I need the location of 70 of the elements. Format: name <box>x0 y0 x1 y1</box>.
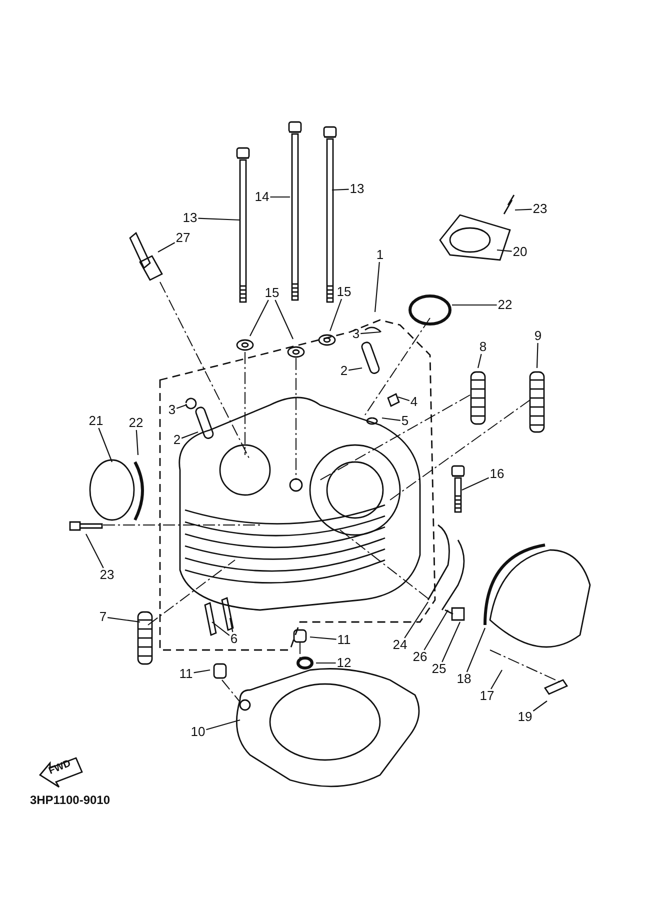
callout-number: 13 <box>348 182 366 196</box>
leader-line <box>108 617 140 623</box>
callout-number: 3 <box>167 403 177 417</box>
leader-line <box>532 700 548 712</box>
callout-number: 25 <box>430 662 448 676</box>
leader-line <box>229 618 234 632</box>
leader-line <box>158 242 176 252</box>
leader-line <box>316 662 336 664</box>
leader-line <box>462 477 490 490</box>
drawing-number: 3HP1100-9010 <box>28 793 112 807</box>
leader-line <box>136 430 139 456</box>
callout-number: 15 <box>336 285 352 299</box>
leader-line <box>496 249 512 252</box>
callout-number: 14 <box>254 190 270 204</box>
callout-number: 1 <box>375 248 385 262</box>
callout-number: 16 <box>488 467 506 481</box>
leader-line <box>329 298 342 332</box>
leader-line <box>398 396 410 402</box>
callout-number: 5 <box>400 414 410 428</box>
callout-number: 12 <box>336 656 352 670</box>
leader-line <box>374 262 380 312</box>
leader-line <box>382 417 400 421</box>
callout-number: 11 <box>178 667 194 681</box>
leader-line <box>98 428 113 462</box>
leader-line <box>86 534 104 568</box>
callout-number: 10 <box>190 725 206 739</box>
leader-line <box>452 304 497 306</box>
leader-line <box>536 342 538 368</box>
callout-number: 9 <box>533 329 543 343</box>
leader-line <box>424 610 448 650</box>
callout-number: 24 <box>392 638 408 652</box>
callout-number: 17 <box>478 689 496 703</box>
callout-number: 22 <box>496 298 514 312</box>
callout-number: 22 <box>128 416 144 430</box>
leader-line <box>274 300 294 340</box>
callout-number: 6 <box>229 632 239 646</box>
callout-number: 2 <box>172 433 182 447</box>
callout-number: 13 <box>182 211 198 225</box>
callout-number: 19 <box>516 710 534 724</box>
callout-number: 15 <box>264 286 280 300</box>
leader-line <box>310 636 336 640</box>
leader-line <box>332 188 349 191</box>
leader-line <box>490 670 502 690</box>
leader-line <box>466 628 486 672</box>
leader-line <box>477 354 482 368</box>
leader-line <box>360 331 380 334</box>
leader-line <box>250 300 269 336</box>
leader-line <box>270 196 290 198</box>
callout-number: 21 <box>88 414 104 428</box>
leader-line <box>348 367 362 371</box>
callout-number: 18 <box>456 672 472 686</box>
callout-number: 20 <box>512 245 528 259</box>
leader-line <box>176 404 186 409</box>
callout-number: 23 <box>532 202 548 216</box>
leader-line <box>212 622 230 636</box>
callout-number: 4 <box>409 395 419 409</box>
leader-line <box>442 622 460 662</box>
callout-number: 8 <box>478 340 488 354</box>
callout-number: 26 <box>412 650 428 664</box>
leader-line <box>514 208 532 211</box>
leader-line <box>404 602 428 638</box>
leader-line <box>181 431 198 439</box>
callout-number: 7 <box>98 610 108 624</box>
callout-number: 27 <box>174 231 192 245</box>
leader-line <box>194 669 210 674</box>
leader-line <box>206 719 240 730</box>
callout-number: 23 <box>98 568 116 582</box>
leader-line <box>198 218 240 221</box>
callout-number: 2 <box>339 364 349 378</box>
callout-number: 11 <box>336 633 352 647</box>
